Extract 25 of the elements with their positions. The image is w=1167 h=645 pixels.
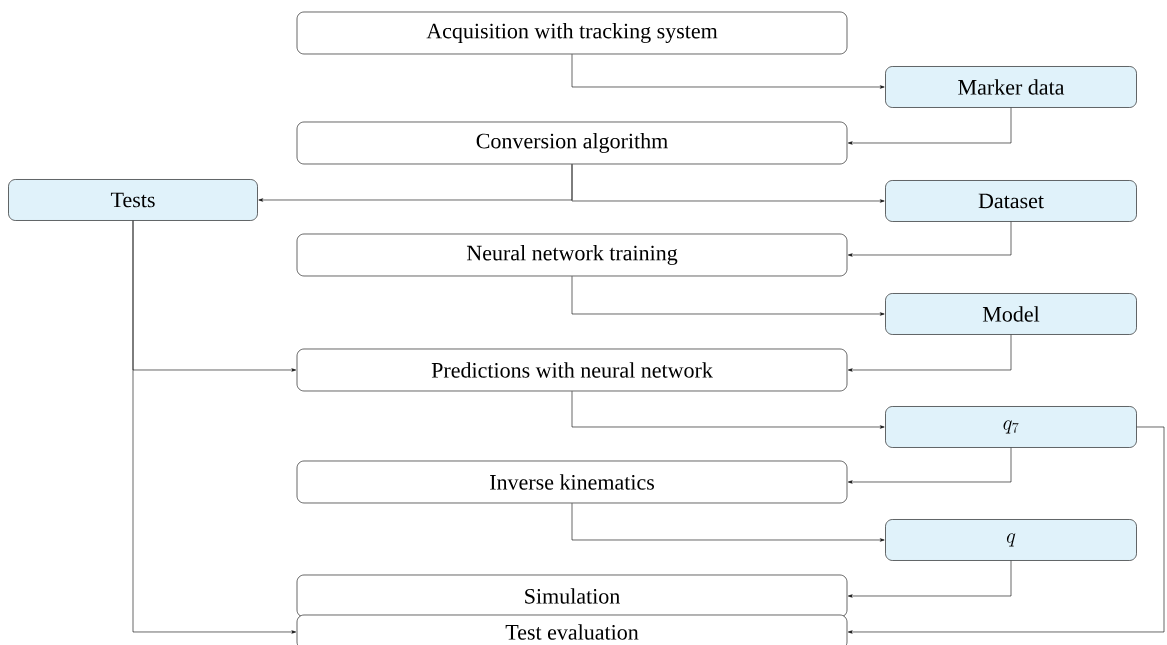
arrow — [847, 334, 1012, 372]
process-box: Test evaluation — [296, 614, 848, 645]
data-box: Model — [885, 293, 1137, 335]
arrow — [571, 54, 885, 89]
data-box: $q$ — [885, 519, 1137, 561]
data-box: Tests — [8, 179, 258, 221]
arrow — [847, 221, 1012, 257]
arrow — [847, 560, 1012, 598]
arrow — [571, 391, 885, 429]
data-box: $q_{7}$ — [885, 406, 1137, 448]
data-box: Dataset — [885, 180, 1137, 222]
arrow — [571, 164, 885, 203]
process-box: Conversion algorithm — [296, 121, 848, 165]
process-box: Acquisition with tracking system — [296, 11, 848, 55]
data-box: Marker data — [885, 66, 1137, 108]
arrow — [132, 220, 297, 634]
process-box: Simulation — [296, 574, 848, 618]
process-box: Inverse kinematics — [296, 460, 848, 504]
arrow — [847, 107, 1012, 145]
arrow — [571, 276, 885, 316]
arrow — [571, 503, 885, 542]
arrow — [847, 447, 1012, 484]
process-box: Neural network training — [296, 233, 848, 277]
arrow — [847, 426, 1165, 634]
process-box: Predictions with neural network — [296, 348, 848, 392]
